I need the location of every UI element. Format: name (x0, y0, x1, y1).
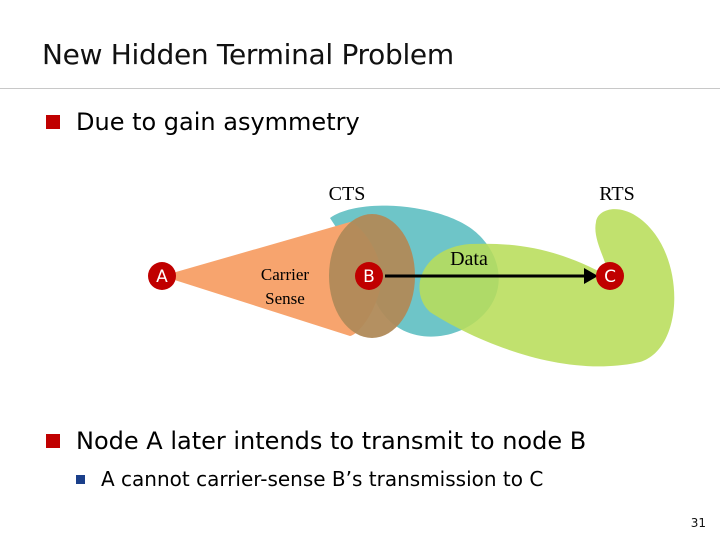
node-a: A (148, 262, 176, 290)
carrier-label-line1: Carrier (261, 265, 309, 284)
carrier-label-line2: Sense (265, 289, 305, 308)
sub-bullet-icon (76, 474, 85, 484)
title-divider (0, 88, 720, 89)
bullet-node-a-intends: Node A later intends to transmit to node… (46, 427, 586, 455)
node-b: B (355, 262, 383, 290)
cts-label: CTS (329, 183, 366, 205)
node-b-label: B (363, 267, 375, 287)
page-title: New Hidden Terminal Problem (42, 38, 454, 71)
bullet-text: Due to gain asymmetry (76, 108, 360, 136)
node-c-label: C (604, 267, 616, 287)
carrier-sense-region (162, 222, 382, 336)
square-bullet-icon (46, 115, 60, 129)
rts-label: RTS (599, 183, 634, 205)
square-bullet-icon (46, 434, 60, 448)
page-number: 31 (690, 516, 706, 530)
data-arrowhead-icon (584, 268, 598, 284)
node-a-label: A (156, 267, 168, 287)
rts-region (419, 209, 675, 367)
bullet-text: Node A later intends to transmit to node… (76, 427, 587, 455)
data-label: Data (450, 248, 488, 270)
sub-bullet-text: A cannot carrier-sense B’s transmission … (101, 467, 544, 491)
sub-bullet-carrier-sense: A cannot carrier-sense B’s transmission … (76, 467, 543, 491)
bullet-gain-asymmetry: Due to gain asymmetry (46, 108, 360, 136)
node-c: C (596, 262, 624, 290)
